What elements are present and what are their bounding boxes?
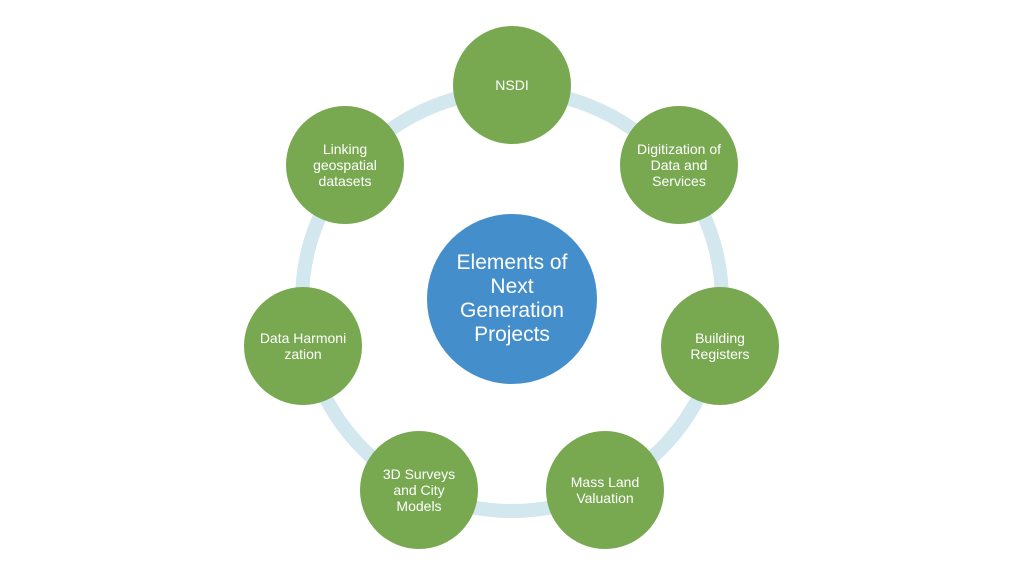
node-label: 3D Surveys and City Models [382, 466, 456, 514]
node-3d-surveys: 3D Surveys and City Models [360, 431, 478, 549]
node-mass-land-valuation: Mass Land Valuation [546, 431, 664, 549]
node-label: Building Registers [690, 330, 750, 362]
node-linking-geospatial: Linking geospatial datasets [286, 106, 404, 224]
node-label: Data Harmonization [259, 330, 347, 362]
node-building-registers: Building Registers [661, 287, 779, 405]
node-nsdi: NSDI [453, 26, 571, 144]
node-label: NSDI [495, 77, 529, 93]
node-label: Digitization of Data and Services [636, 141, 722, 189]
center-node-label: Elements of Next Generation Projects [456, 251, 568, 346]
center-node: Elements of Next Generation Projects [427, 214, 597, 384]
node-label: Mass Land Valuation [570, 474, 640, 506]
node-label: Linking geospatial datasets [313, 141, 377, 189]
node-data-harmonization: Data Harmonization [244, 287, 362, 405]
node-digitization: Digitization of Data and Services [620, 106, 738, 224]
